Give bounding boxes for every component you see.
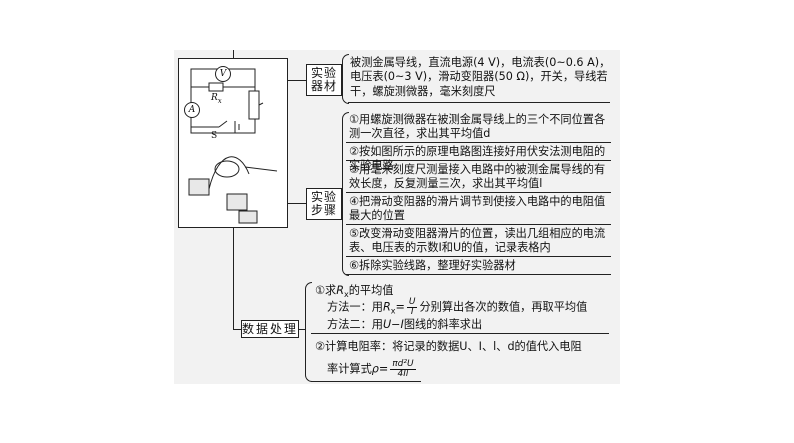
steps-brace <box>342 112 349 276</box>
resistivity-line-1: ②计算电阻率：将记录的数据U、I、l、d的值代入电阻 <box>315 340 582 353</box>
switch-label: S <box>211 131 218 141</box>
materials-text: 被测金属导线，直流电源(4 V)，电流表(0~0.6 A)，电压表(0~3 V)… <box>350 56 611 98</box>
step-2: ②按如图所示的原理电路图连接好用伏安法测电阻的实验电路 <box>346 145 611 172</box>
resistor-label: Rx <box>211 93 222 105</box>
resistivity-underline <box>311 381 421 382</box>
ammeter-symbol: A <box>184 102 200 118</box>
equipment-sketch <box>188 156 278 224</box>
illustration-box: V A Rx S <box>178 58 288 228</box>
steps-label-box: 实验 步骤 <box>306 188 342 220</box>
steps-label: 实验 步骤 <box>310 190 337 217</box>
data-processing-connector <box>299 329 305 330</box>
method-two: 方法二：用U−I图线的斜率求出 <box>327 318 483 331</box>
materials-underline <box>348 102 610 103</box>
circuit-and-equipment-illustration <box>188 68 278 224</box>
materials-label-box: 实验 器材 <box>306 64 342 96</box>
average-rx-title: ①求Rx的平均值 <box>315 284 394 300</box>
circuit-diagram <box>190 68 264 134</box>
step-6: ⑥拆除实验线路，整理好实验器材 <box>346 259 611 275</box>
step-4: ④把滑动变阻器的滑片调节到使接入电路中的电阻值最大的位置 <box>346 195 611 225</box>
materials-label: 实验 器材 <box>310 66 337 93</box>
materials-brace <box>342 54 349 104</box>
spine-to-data-connector <box>233 329 241 330</box>
step-1: ①用螺旋测微器在被测金属导线上的三个不同位置各测一次直径，求出其平均值d <box>346 113 611 143</box>
step-3: ③用毫米刻度尺测量接入电路中的被测金属导线的有效长度，反复测量三次，求出其平均值… <box>346 163 611 193</box>
data-processing-brace <box>305 282 312 382</box>
voltmeter-symbol: V <box>215 66 231 82</box>
step-5: ⑤改变滑动变阻器滑片的位置，读出几组相应的电流表、电压表的示数I和U的值，记录表… <box>346 227 611 257</box>
data-processing-label: 数据处理 <box>242 321 299 336</box>
connector-steps <box>288 203 306 204</box>
connector-materials <box>288 80 306 81</box>
data-processing-label-box: 数据处理 <box>241 320 299 338</box>
